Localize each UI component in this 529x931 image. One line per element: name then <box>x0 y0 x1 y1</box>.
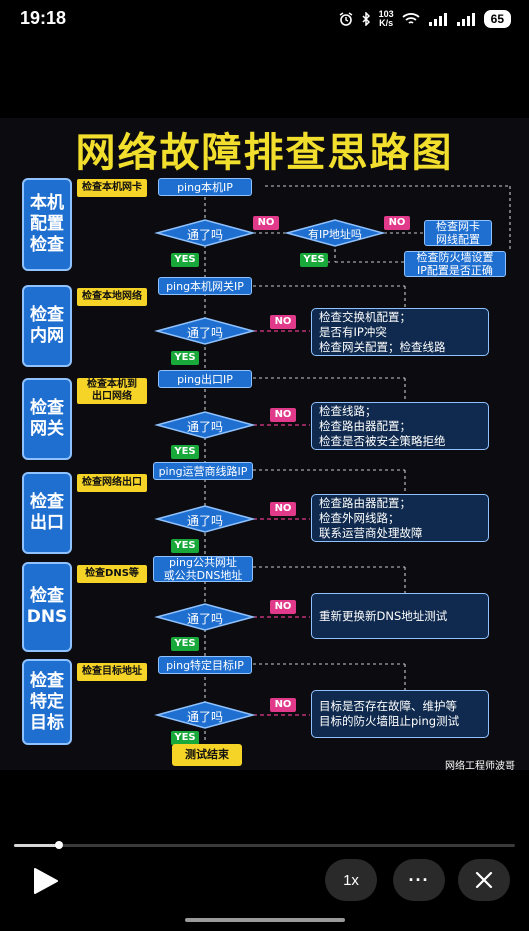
decision-diamond <box>154 603 256 631</box>
decision-text-has-ip: 有IP地址吗 <box>308 228 362 241</box>
infographic-title: 网络故障排查思路图 <box>75 130 454 176</box>
more-icon: ··· <box>408 869 430 890</box>
progress-track[interactable] <box>14 844 515 847</box>
close-icon <box>475 871 493 889</box>
no-tag: NO <box>270 502 296 516</box>
side-label-step5: 检查 DNS <box>22 562 72 652</box>
signal-icon <box>428 13 447 26</box>
no-tag: NO <box>270 408 296 422</box>
no-tag: NO <box>384 216 410 230</box>
note-step3: 检查线路； 检查路由器配置； 检查是否被安全策略拒绝 <box>311 402 489 450</box>
yes-tag: YES <box>171 539 199 553</box>
side-label-step1: 本机 配置 检查 <box>22 178 72 271</box>
tag-step4: 检查网络出口 <box>77 474 147 492</box>
side-label-step6: 检查 特定 目标 <box>22 659 72 745</box>
decision-diamond <box>154 411 256 439</box>
no-tag: NO <box>270 600 296 614</box>
no-tag: NO <box>253 216 279 230</box>
decision-text: 通了吗 <box>186 514 223 528</box>
yes-tag: YES <box>171 253 199 267</box>
decision-text: 通了吗 <box>186 326 223 340</box>
yes-tag: YES <box>171 351 199 365</box>
yes-tag: YES <box>300 253 328 267</box>
decision-text: 通了吗 <box>186 228 223 242</box>
side-label-step3: 检查 网关 <box>22 378 72 460</box>
tag-step1: 检查本机网卡 <box>77 179 147 197</box>
ping-box-step4: ping运营商线路IP <box>153 462 253 480</box>
alarm-icon <box>339 12 352 26</box>
decision-text: 通了吗 <box>186 612 223 626</box>
note-step5: 重新更换新DNS地址测试 <box>311 593 489 639</box>
close-button[interactable] <box>458 859 510 901</box>
progress-fill <box>14 844 60 847</box>
check-nic-box: 检查网卡 网线配置 <box>424 220 492 246</box>
signal-icon-2 <box>456 13 475 26</box>
yes-tag: YES <box>171 731 199 745</box>
no-tag: NO <box>270 315 296 329</box>
ping-box-step6: ping特定目标IP <box>158 656 252 674</box>
ping-box-step2: ping本机网关IP <box>158 277 252 295</box>
status-time: 19:18 <box>20 8 67 28</box>
more-button[interactable]: ··· <box>393 859 445 901</box>
battery-icon: 65 <box>483 10 511 28</box>
yes-tag: YES <box>171 637 199 651</box>
no-tag: NO <box>270 698 296 712</box>
bluetooth-icon <box>362 12 370 26</box>
decision-diamond <box>154 317 256 345</box>
decision-text: 通了吗 <box>186 710 223 724</box>
decision-diamond <box>154 219 256 247</box>
note-step2: 检查交换机配置； 是否有IP冲突 检查网关配置；检查线路 <box>311 308 489 356</box>
play-icon[interactable] <box>30 866 60 896</box>
side-label-step4: 检查 出口 <box>22 472 72 554</box>
end-box: 测试结束 <box>172 744 242 766</box>
check-firewall-box: 检查防火墙设置 IP配置是否正确 <box>404 251 506 277</box>
ping-box-step1: ping本机IP <box>158 178 252 196</box>
note-step4: 检查路由器配置； 检查外网线路； 联系运营商处理故障 <box>311 494 489 542</box>
tag-step2: 检查本地网络 <box>77 288 147 306</box>
decision-diamond <box>154 505 256 533</box>
progress-handle[interactable] <box>55 841 64 849</box>
side-label-step2: 检查 内网 <box>22 285 72 367</box>
yes-tag: YES <box>171 445 199 459</box>
wifi-icon <box>402 13 420 24</box>
tag-step3: 检查本机到 出口网络 <box>77 378 147 404</box>
decision-diamond <box>284 219 386 247</box>
home-indicator[interactable] <box>185 918 345 922</box>
decision-text: 通了吗 <box>186 420 223 434</box>
tag-step6: 检查目标地址 <box>77 663 147 681</box>
watermark: 网络工程师波哥 <box>445 761 515 772</box>
ping-box-step3: ping出口IP <box>158 370 252 388</box>
tag-step5: 检查DNS等 <box>77 565 147 583</box>
note-step6: 目标是否存在故障、维护等 目标的防火墙阻止ping测试 <box>311 690 489 738</box>
decision-diamond <box>154 701 256 729</box>
speed-button[interactable]: 1x <box>325 859 377 901</box>
ping-box-step5: ping公共网址 或公共DNS地址 <box>153 556 253 582</box>
